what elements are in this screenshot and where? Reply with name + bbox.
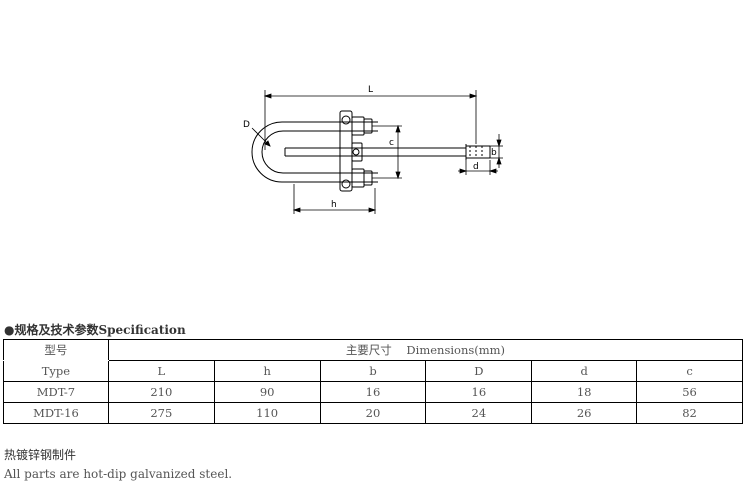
u-bend-inner — [261, 130, 300, 174]
table-row: MDT-16 275 110 20 24 26 82 — [3, 402, 743, 424]
cell-d: 26 — [531, 402, 638, 424]
cell-D: 16 — [425, 381, 533, 403]
dimensions-label: 主要尺寸 Dimensions(mm) — [107, 339, 744, 361]
cell-D: 24 — [425, 402, 533, 424]
table-row: MDT-7 210 90 16 16 18 56 — [3, 381, 743, 403]
u-bolt-drawing: L D c b d h — [243, 85, 503, 214]
u-bend-outer — [251, 121, 300, 183]
cell-h: 110 — [213, 402, 321, 424]
column-header-d: d — [531, 360, 638, 382]
cell-b: 16 — [319, 381, 427, 403]
cell-d: 18 — [531, 381, 638, 403]
row-type: MDT-16 — [3, 402, 109, 424]
table-header-row-1: 型号 主要尺寸 Dimensions(mm) — [3, 339, 744, 361]
cell-L: 210 — [107, 381, 215, 403]
spec-heading: ●规格及技术参数Specification — [4, 323, 186, 337]
cell-L: 275 — [107, 402, 215, 424]
type-label-en: Type — [3, 360, 109, 382]
column-header-D: D — [425, 360, 533, 382]
dim-label-D: D — [243, 120, 250, 130]
material-note-cn: 热镀锌钢制件 — [4, 448, 77, 462]
table-header-row-2: Type L h b D d c — [3, 360, 743, 382]
column-header-h: h — [213, 360, 321, 382]
cell-h: 90 — [213, 381, 321, 403]
dim-label-b: b — [491, 148, 497, 158]
dim-label-L: L — [368, 85, 373, 95]
column-header-c: c — [636, 360, 743, 382]
cell-c: 56 — [636, 381, 743, 403]
column-header-L: L — [107, 360, 215, 382]
cell-b: 20 — [319, 402, 427, 424]
row-type: MDT-7 — [3, 381, 109, 403]
dim-label-c: c — [389, 138, 394, 148]
material-note-en: All parts are hot-dip galvanized steel. — [4, 467, 233, 481]
type-label-cn: 型号 — [3, 339, 109, 361]
column-header-b: b — [319, 360, 427, 382]
clamp-plate — [339, 110, 353, 192]
dim-label-h: h — [331, 200, 337, 210]
cell-c: 82 — [636, 402, 743, 424]
dim-label-d: d — [473, 162, 479, 172]
spec-table: 型号 主要尺寸 Dimensions(mm) Type L h b D d c … — [3, 339, 744, 424]
